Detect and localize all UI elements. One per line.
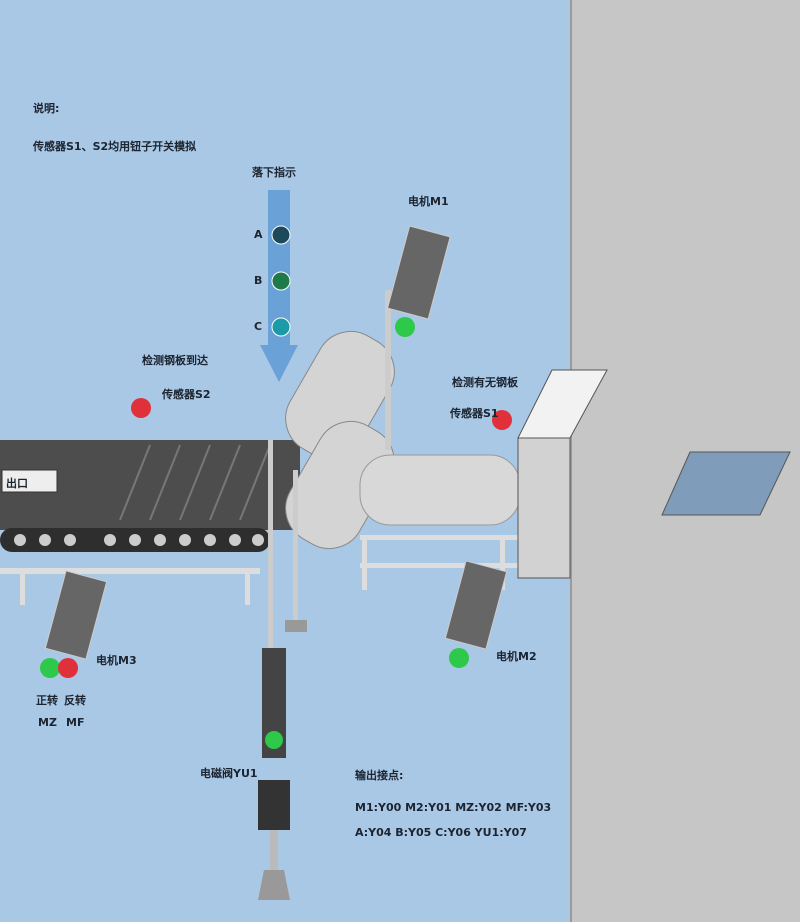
roller-wheels bbox=[14, 534, 264, 546]
frame-rail bbox=[0, 568, 260, 574]
motor-m2-lamp[interactable] bbox=[449, 648, 469, 668]
motor-m1 bbox=[386, 225, 451, 320]
motor-forward-lamp[interactable] bbox=[40, 658, 60, 678]
reverse-label: 反转 bbox=[64, 694, 86, 707]
detect-plate-label: 检测有无钢板 bbox=[452, 376, 518, 389]
roller-stack bbox=[285, 331, 395, 549]
detect-arrive-label: 检测钢板到达 bbox=[142, 354, 208, 367]
sensor-s2-lamp[interactable] bbox=[131, 398, 151, 418]
motor-m1-label: 电机M1 bbox=[408, 195, 449, 208]
press-top bbox=[517, 369, 608, 439]
label-c: C bbox=[254, 320, 263, 333]
motor-m2 bbox=[444, 560, 508, 650]
valve-lamp[interactable] bbox=[265, 731, 283, 749]
exit-label: 出口 bbox=[6, 477, 28, 490]
motor-reverse-lamp[interactable] bbox=[58, 658, 78, 678]
lamp-b[interactable] bbox=[271, 271, 291, 291]
lamp-a[interactable] bbox=[271, 225, 291, 245]
right-rollers bbox=[359, 454, 521, 526]
reverse-code: MF bbox=[66, 716, 85, 729]
lamp-c[interactable] bbox=[271, 317, 291, 337]
outputs-title: 输出接点: bbox=[355, 769, 404, 782]
sensor-s1-label: 传感器S1 bbox=[450, 407, 499, 420]
label-a: A bbox=[254, 228, 263, 241]
motor-m3 bbox=[44, 570, 108, 660]
motor-m1-lamp[interactable] bbox=[395, 317, 415, 337]
exit-box bbox=[1, 469, 58, 493]
steel-plate bbox=[661, 451, 791, 516]
motor-m3-label: 电机M3 bbox=[96, 654, 137, 667]
forward-code: MZ bbox=[38, 716, 57, 729]
press-unit bbox=[517, 437, 571, 579]
belt-slats bbox=[119, 444, 271, 521]
notes-title: 说明: bbox=[33, 102, 60, 115]
notes-text: 传感器S1、S2均用钮子开关模拟 bbox=[33, 140, 197, 153]
indicator-title: 落下指示 bbox=[252, 166, 296, 179]
sensor-s2-label: 传感器S2 bbox=[162, 388, 211, 401]
valve-label: 电磁阀YU1 bbox=[200, 767, 258, 780]
motor-m2-label: 电机M2 bbox=[496, 650, 537, 663]
outputs-line2: A:Y04 B:Y05 C:Y06 YU1:Y07 bbox=[355, 826, 527, 839]
sensor-s1-lamp[interactable] bbox=[492, 410, 512, 430]
outputs-line1: M1:Y00 M2:Y01 MZ:Y02 MF:Y03 bbox=[355, 801, 552, 814]
forward-label: 正转 bbox=[36, 694, 58, 707]
label-b: B bbox=[254, 274, 263, 287]
conveyor-belt bbox=[0, 440, 300, 530]
